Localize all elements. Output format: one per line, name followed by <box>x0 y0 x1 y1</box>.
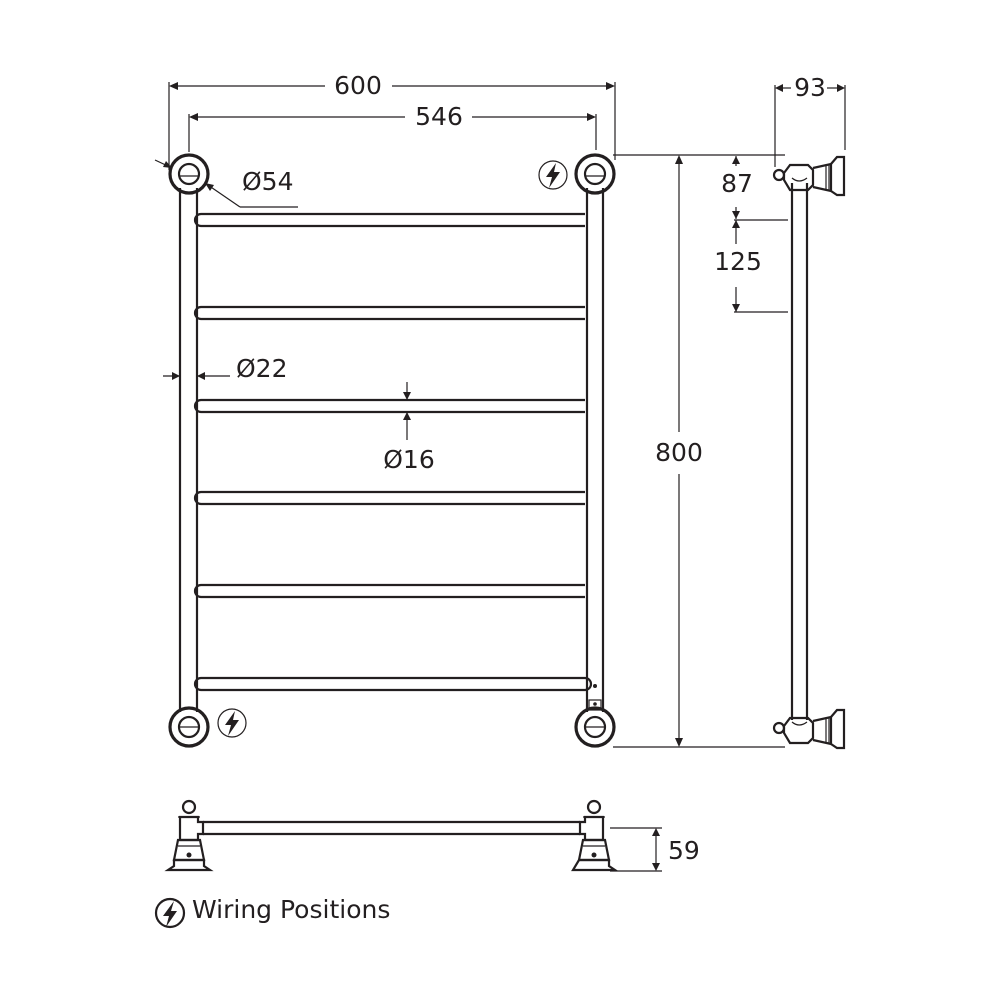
rail-2 <box>193 305 585 321</box>
dimension-upright-diameter: Ø22 <box>163 354 288 383</box>
side-view: 93 87 125 <box>714 73 846 750</box>
height-label: 800 <box>655 438 703 467</box>
dimension-top-offset: 87 <box>721 156 753 219</box>
dimension-rail-diameter: Ø16 <box>383 382 435 474</box>
depth-label: 93 <box>794 73 826 102</box>
dimension-depth: 93 <box>774 73 846 167</box>
top-post-right <box>571 799 619 872</box>
top-view: 59 <box>164 799 700 872</box>
projection-label: 59 <box>668 836 700 865</box>
bracket-diameter-label: Ø54 <box>242 167 294 196</box>
bracket-bottom-left <box>168 706 210 748</box>
rail-diameter-label: Ø16 <box>383 445 435 474</box>
rail-5 <box>193 583 585 599</box>
overall-width-label: 600 <box>334 71 382 100</box>
dimension-height: 800 <box>613 154 785 748</box>
bracket-top-right <box>574 153 616 195</box>
front-view: 600 546 Ø54 Ø22 <box>154 71 785 748</box>
wiring-icon-top-right <box>538 160 568 190</box>
dimension-centre-width: 546 <box>188 102 597 152</box>
wiring-icon-bottom-left <box>217 708 247 738</box>
rail-6 <box>193 676 593 692</box>
legend-label: Wiring Positions <box>192 895 390 924</box>
rail-4 <box>193 490 585 506</box>
rail-1 <box>193 212 585 228</box>
centre-width-label: 546 <box>415 102 463 131</box>
dimension-overall-width: 600 <box>168 71 616 170</box>
right-upright <box>585 188 605 712</box>
rail-spacing-label: 125 <box>714 247 762 276</box>
left-upright <box>178 188 199 712</box>
dimension-projection: 59 <box>610 827 700 872</box>
side-bracket-top <box>772 155 846 197</box>
rail-3 <box>193 398 585 414</box>
dimension-rail-spacing: 125 <box>714 219 788 313</box>
top-offset-label: 87 <box>721 169 753 198</box>
bracket-top-left <box>168 153 210 195</box>
top-post-left <box>164 799 214 872</box>
rails <box>193 212 593 692</box>
side-bracket-bottom <box>772 708 846 750</box>
lightning-bolt-circle-icon <box>154 897 186 929</box>
legend: Wiring Positions <box>154 895 390 929</box>
upright-diameter-label: Ø22 <box>236 354 288 383</box>
dimension-bracket-diameter: Ø54 <box>154 159 298 208</box>
bracket-bottom-right <box>574 706 616 748</box>
